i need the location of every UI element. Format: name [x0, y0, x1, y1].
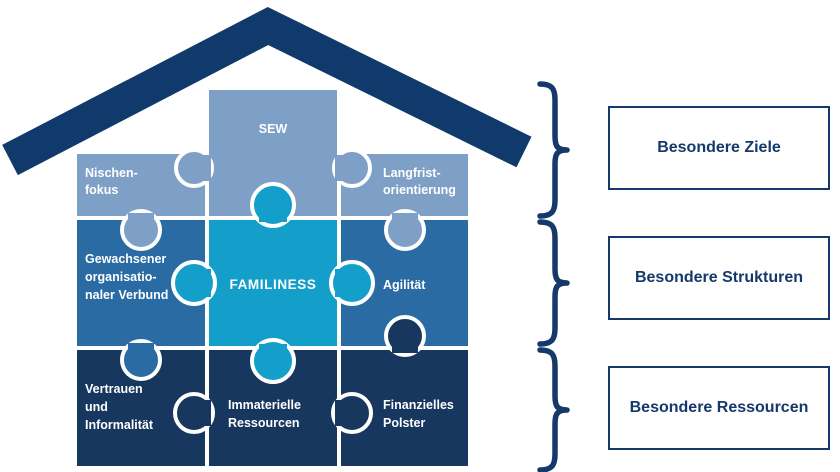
sew-label: SEW — [259, 122, 288, 136]
finanzielles-label-line-1: Finanzielles — [383, 398, 454, 412]
knob-immaterielle-right — [331, 392, 373, 434]
brace-strukturen — [537, 219, 570, 347]
agilitaet-label: Agilität — [383, 278, 426, 292]
legend-box-ziele: Besondere Ziele — [608, 106, 830, 190]
knob-neck — [392, 336, 418, 353]
knob-immaterielle-left — [173, 392, 215, 434]
legend-box-strukturen-label: Besondere Strukturen — [634, 269, 804, 286]
langfrist-label-line-2: orientierung — [383, 183, 456, 197]
brace-ressourcen — [537, 347, 570, 472]
legend-box-strukturen: Besondere Strukturen — [608, 236, 830, 320]
knob-neck — [335, 269, 352, 297]
knob-neck — [335, 155, 352, 181]
legend-box-ressourcen: Besondere Ressourcen — [608, 366, 830, 450]
knob-familiness-up — [250, 182, 296, 228]
knob-familiness-down — [250, 338, 296, 384]
knob-neck — [194, 400, 211, 426]
vertrauen-label-line-2: und — [85, 400, 108, 414]
langfrist-label-line-1: Langfrist- — [383, 166, 441, 180]
vertrauen-label-line-1: Vertrauen — [85, 382, 143, 396]
gewachsener-label-line-3: naler Verbund — [85, 288, 168, 302]
immaterielle-label-line-2: Ressourcen — [228, 416, 300, 430]
immaterielle-label-line-1: Immaterielle — [228, 398, 301, 412]
gewachsener-label-line-2: organisatio- — [85, 270, 157, 284]
knob-neck — [259, 344, 287, 361]
legend-box-ressourcen-label: Besondere Ressourcen — [629, 399, 809, 416]
knob-nischenfokus-down — [120, 209, 162, 251]
knob-finanzielles-up — [384, 315, 426, 357]
knob-familiness-left — [171, 260, 217, 306]
nischenfokus-label-line-1: Nischen- — [85, 166, 138, 180]
legend-box-ziele-label: Besondere Ziele — [657, 139, 781, 156]
knob-sew-left — [174, 148, 214, 188]
knob-sew-right — [332, 148, 372, 188]
knob-neck — [128, 213, 154, 230]
knob-gewachsener-down — [120, 339, 162, 381]
familiness-label: FAMILINESS — [229, 277, 316, 292]
knob-neck — [128, 343, 154, 360]
gewachsener-label-line-1: Gewachsener — [85, 252, 166, 266]
knob-neck — [392, 213, 418, 230]
knob-neck — [194, 269, 211, 297]
knob-neck — [335, 400, 352, 426]
knob-langfrist-down — [384, 209, 426, 251]
knob-familiness-right — [329, 260, 375, 306]
vertrauen-label-line-3: Informalität — [85, 418, 154, 432]
house-roof — [2, 6, 532, 176]
brace-ziele — [537, 81, 570, 219]
finanzielles-label-line-2: Polster — [383, 416, 426, 430]
knob-neck — [259, 205, 287, 222]
nischenfokus-label-line-2: fokus — [85, 183, 118, 197]
knob-neck — [194, 155, 211, 181]
